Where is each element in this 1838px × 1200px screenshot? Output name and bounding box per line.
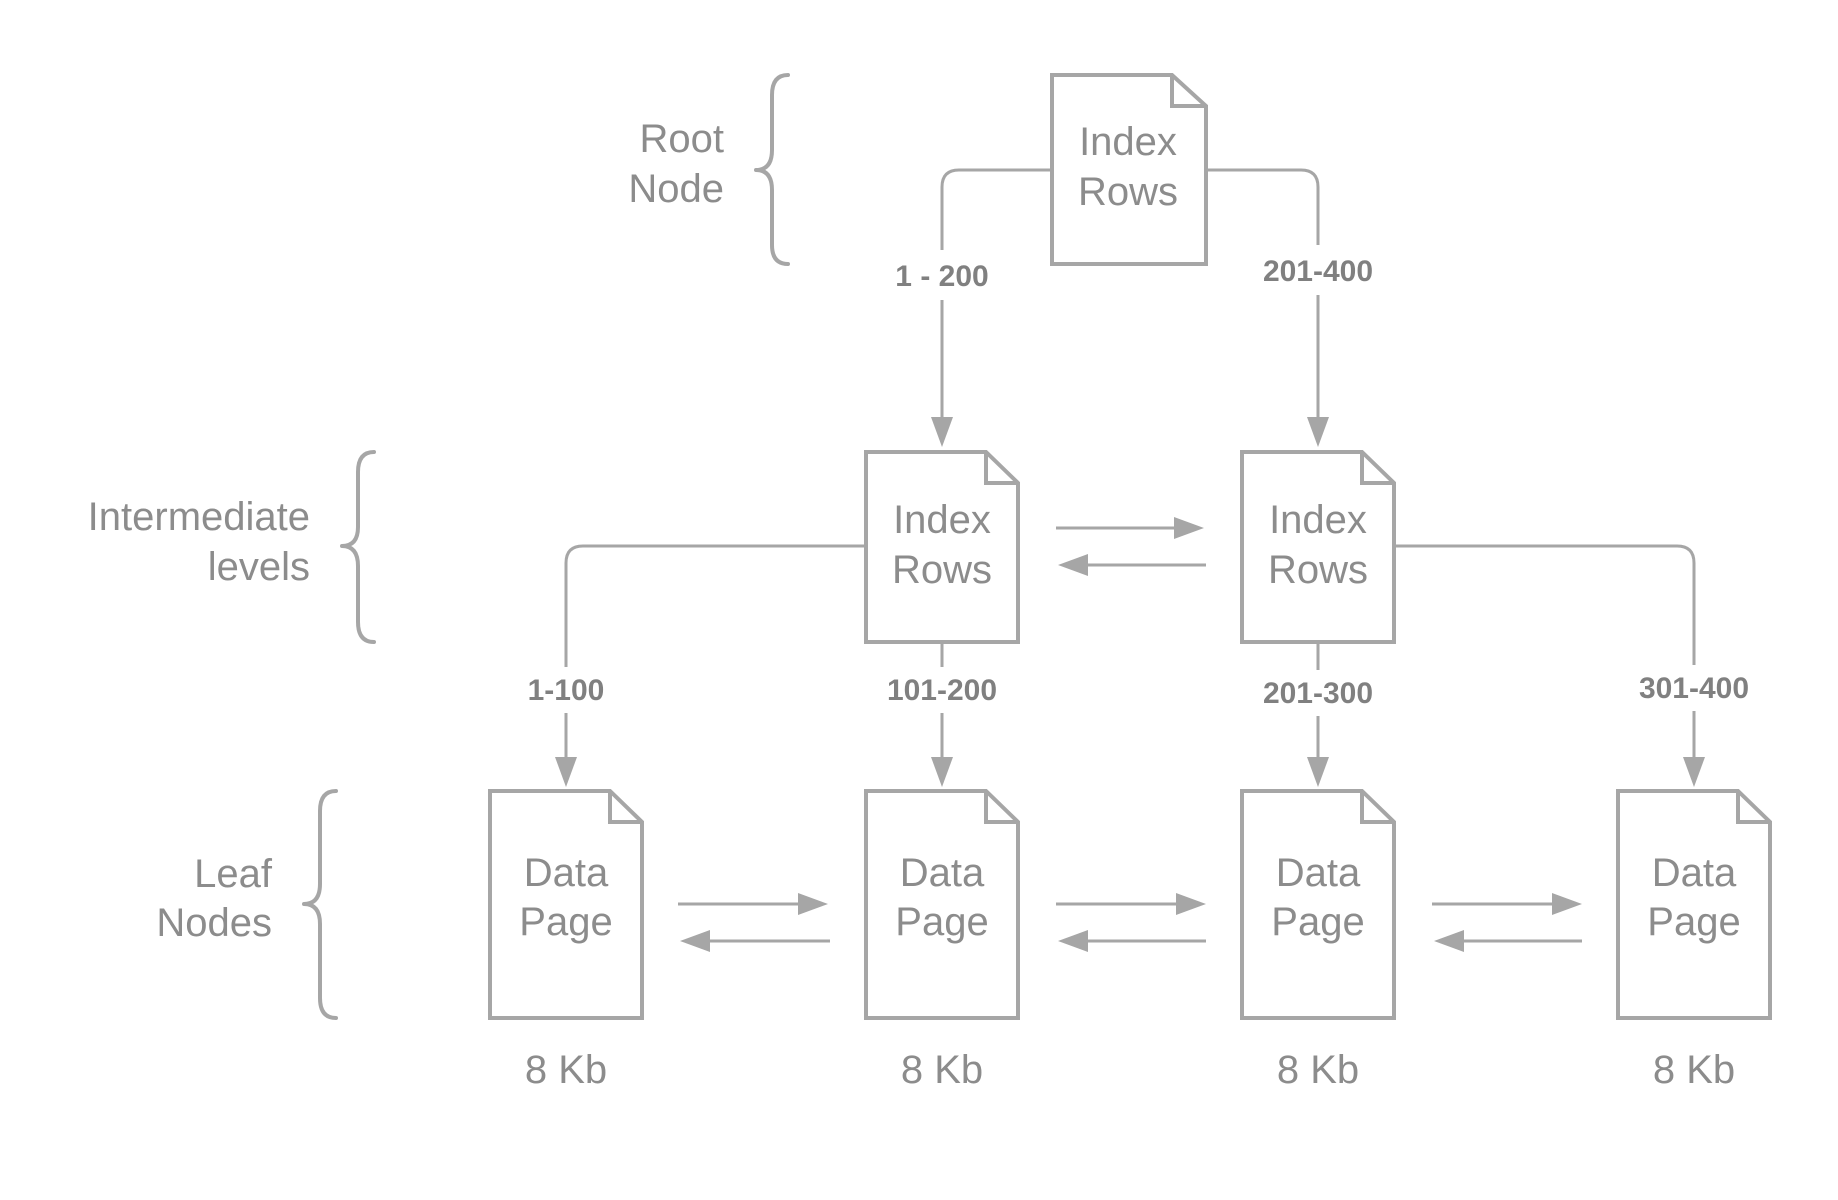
range-label-leaf-4: 301-400	[1639, 672, 1749, 705]
range-label-leaf-3: 201-300	[1263, 677, 1373, 710]
range-label-leaf-2: 101-200	[887, 674, 997, 707]
leaf-3-label-line-2: Page	[1271, 900, 1364, 944]
level-label-root-line-2: Node	[628, 167, 724, 211]
leaf-1-label-line-1: Data	[524, 851, 609, 895]
range-label-root-left: 1 - 200	[895, 260, 988, 293]
leaf-document-3: Data Page	[1240, 789, 1396, 1020]
brace-root	[754, 73, 790, 266]
sibling-arrow-head-leaf-2-3-forward	[1176, 893, 1206, 915]
level-label-intermediate-line-2: levels	[208, 545, 310, 589]
level-label-leaf-line-1: Leaf	[194, 852, 273, 896]
intermediate-left-label-line-2: Rows	[892, 548, 992, 592]
connector-intermediate-left-to-leaf-1	[564, 544, 866, 760]
leaf-document-2: Data Page	[864, 789, 1020, 1020]
page-size-label-3: 8 Kb	[1277, 1048, 1359, 1092]
leaf-2-label-line-1: Data	[900, 851, 985, 895]
root-node-label-line-1: Index	[1079, 120, 1177, 164]
leaf-4-label-line-1: Data	[1652, 851, 1737, 895]
arrow-head-leaf-3	[1307, 757, 1329, 787]
sibling-arrow-head-intermediate-forward	[1174, 517, 1204, 539]
intermediate-right-label-line-1: Index	[1269, 498, 1367, 542]
sibling-arrow-head-leaf-2-3-back	[1058, 930, 1088, 952]
sibling-arrow-head-leaf-1-2-forward	[798, 893, 828, 915]
leaf-2-label-line-2: Page	[895, 900, 988, 944]
connector-root-to-intermediate-left	[940, 168, 1052, 420]
page-size-labels: 8 Kb 8 Kb 8 Kb 8 Kb	[525, 1048, 1735, 1092]
leaf-1-label-line-2: Page	[519, 900, 612, 944]
range-label-leaf-1: 1-100	[528, 674, 605, 707]
intermediate-right-label-line-2: Rows	[1268, 548, 1368, 592]
connector-root-to-intermediate-right	[1206, 168, 1320, 420]
connector-intermediate-right-to-leaf-4	[1394, 544, 1696, 760]
intermediate-left-document: Index Rows	[864, 450, 1020, 644]
connectors	[555, 168, 1705, 787]
leaf-document-4: Data Page	[1616, 789, 1772, 1020]
leaf-document-1: Data Page	[488, 789, 644, 1020]
arrow-head-intermediate-right	[1307, 417, 1329, 447]
level-label-intermediate-line-1: Intermediate	[88, 495, 310, 539]
intermediate-right-document: Index Rows	[1240, 450, 1396, 644]
leaf-3-label-line-1: Data	[1276, 851, 1361, 895]
page-size-label-1: 8 Kb	[525, 1048, 607, 1092]
page-size-label-2: 8 Kb	[901, 1048, 983, 1092]
level-label-root-line-1: Root	[640, 117, 725, 161]
level-labels: Root Node Intermediate levels Leaf Nodes	[88, 117, 724, 945]
sibling-arrow-head-leaf-3-4-forward	[1552, 893, 1582, 915]
root-node-document: Index Rows	[1050, 73, 1208, 266]
sibling-arrow-head-leaf-1-2-back	[680, 930, 710, 952]
leaf-4-label-line-2: Page	[1647, 900, 1740, 944]
level-braces	[302, 73, 790, 1020]
level-label-leaf-line-2: Nodes	[156, 901, 272, 945]
arrow-head-leaf-4	[1683, 757, 1705, 787]
page-size-label-4: 8 Kb	[1653, 1048, 1735, 1092]
intermediate-left-label-line-1: Index	[893, 498, 991, 542]
root-node-label-line-2: Rows	[1078, 170, 1178, 214]
range-label-root-right: 201-400	[1263, 255, 1373, 288]
brace-intermediate	[340, 450, 376, 644]
sibling-arrow-head-intermediate-back	[1058, 554, 1088, 576]
range-labels: 1 - 200 201-400 1-100 101-200 201-300 30…	[514, 245, 1762, 716]
brace-leaf	[302, 789, 338, 1020]
arrow-head-leaf-2	[931, 757, 953, 787]
arrow-head-intermediate-left	[931, 417, 953, 447]
sibling-pointers	[678, 517, 1582, 952]
arrow-head-leaf-1	[555, 757, 577, 787]
sibling-arrow-head-leaf-3-4-back	[1434, 930, 1464, 952]
